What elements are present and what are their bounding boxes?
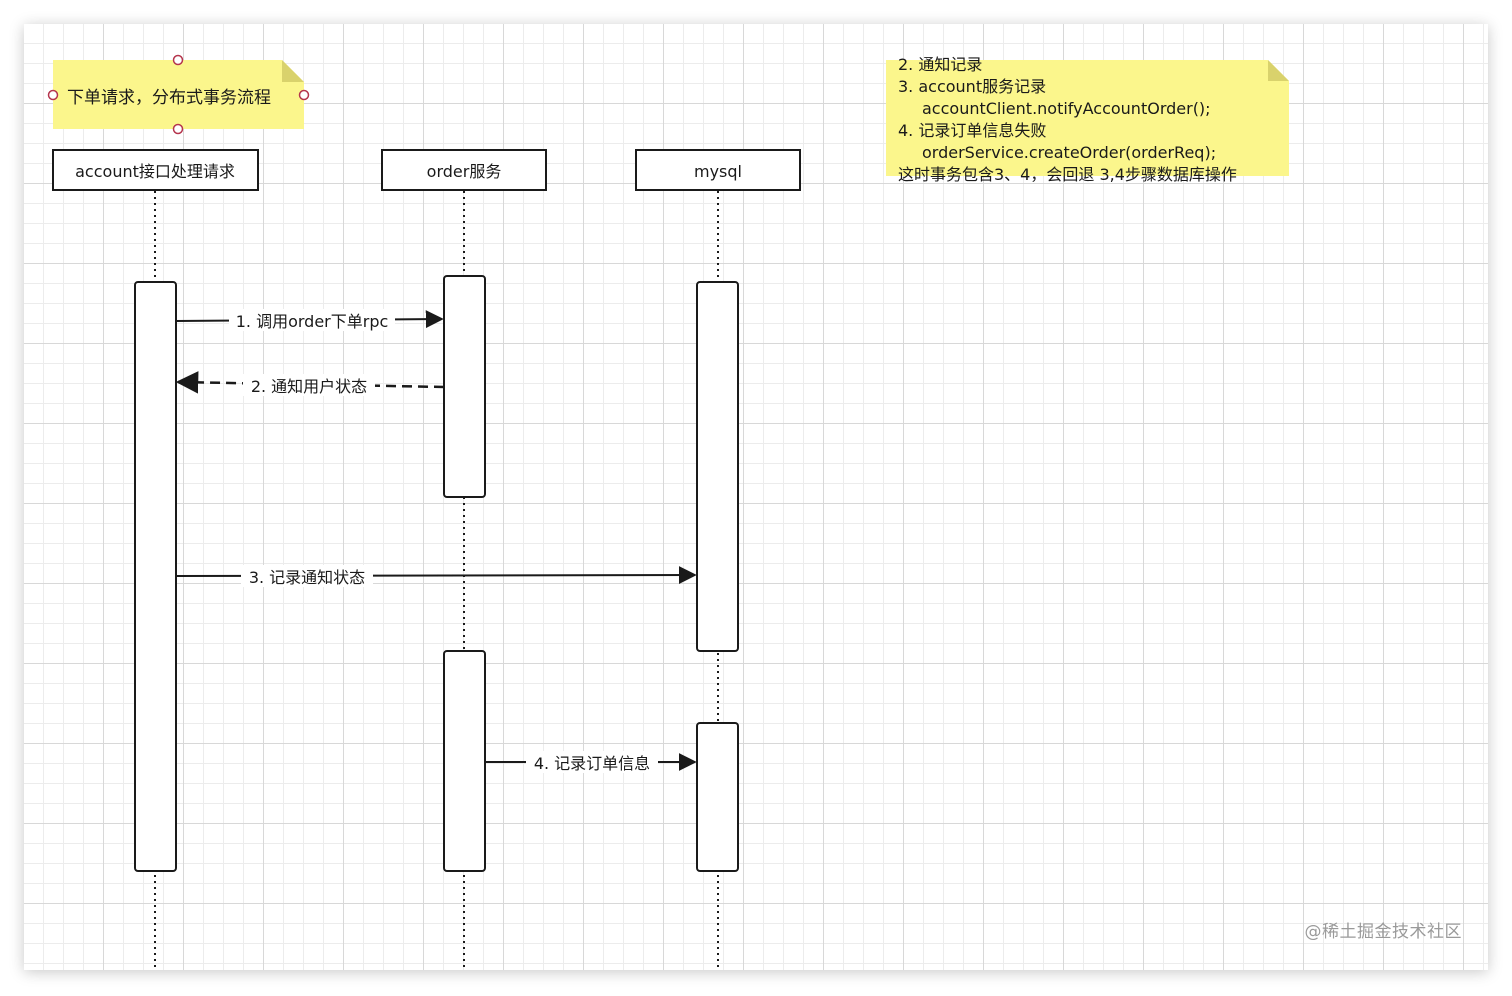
- info-note[interactable]: 2. 通知记录 3. account服务记录 accountClient.not…: [886, 55, 1289, 184]
- message-2[interactable]: 2. 通知用户状态: [175, 371, 445, 396]
- watermark: @稀土掘金技术社区: [1304, 922, 1462, 942]
- resize-handle-left[interactable]: [47, 89, 59, 101]
- activation-account[interactable]: [134, 281, 177, 872]
- message-1[interactable]: 1. 调用order下单rpc: [175, 309, 444, 331]
- info-note-line-4: 4. 记录订单信息失败: [898, 121, 1046, 140]
- info-note-line-3: accountClient.notifyAccountOrder();: [922, 99, 1211, 118]
- activation-mysql-2[interactable]: [696, 722, 739, 872]
- info-note-line-1: 2. 通知记录: [898, 55, 982, 74]
- activation-order-2[interactable]: [443, 650, 486, 872]
- participant-mysql-label: mysql: [694, 162, 742, 181]
- info-note-line-5: orderService.createOrder(orderReq);: [922, 143, 1216, 162]
- participant-order[interactable]: order服务: [381, 149, 547, 191]
- info-note-line-6: 这时事务包含3、4，会回退 3,4步骤数据库操作: [898, 165, 1237, 184]
- sequence-diagram: 下单请求，分布式事务流程 2. 通知记录 3. account服务记录 acco…: [47, 54, 1289, 970]
- message-2-label: 2. 通知用户状态: [251, 377, 367, 396]
- resize-handle-top[interactable]: [172, 54, 184, 66]
- message-3[interactable]: 3. 记录通知状态: [175, 565, 697, 587]
- message-1-label: 1. 调用order下单rpc: [236, 312, 389, 331]
- participant-account[interactable]: account接口处理请求: [52, 149, 259, 191]
- resize-handle-bottom[interactable]: [172, 123, 184, 135]
- message-4[interactable]: 4. 记录订单信息: [485, 751, 697, 773]
- info-note-line-2: 3. account服务记录: [898, 77, 1046, 96]
- resize-handle-right[interactable]: [298, 89, 310, 101]
- message-4-label: 4. 记录订单信息: [534, 754, 650, 773]
- title-note[interactable]: 下单请求，分布式事务流程: [47, 54, 310, 135]
- activation-mysql-1[interactable]: [696, 281, 739, 652]
- activation-order-1[interactable]: [443, 275, 486, 498]
- participant-order-label: order服务: [427, 162, 502, 181]
- participant-mysql[interactable]: mysql: [635, 149, 801, 191]
- diagram-canvas: 下单请求，分布式事务流程 2. 通知记录 3. account服务记录 acco…: [24, 24, 1488, 970]
- message-3-label: 3. 记录通知状态: [249, 568, 365, 587]
- title-note-text: 下单请求，分布式事务流程: [67, 88, 271, 108]
- participant-account-label: account接口处理请求: [75, 162, 235, 181]
